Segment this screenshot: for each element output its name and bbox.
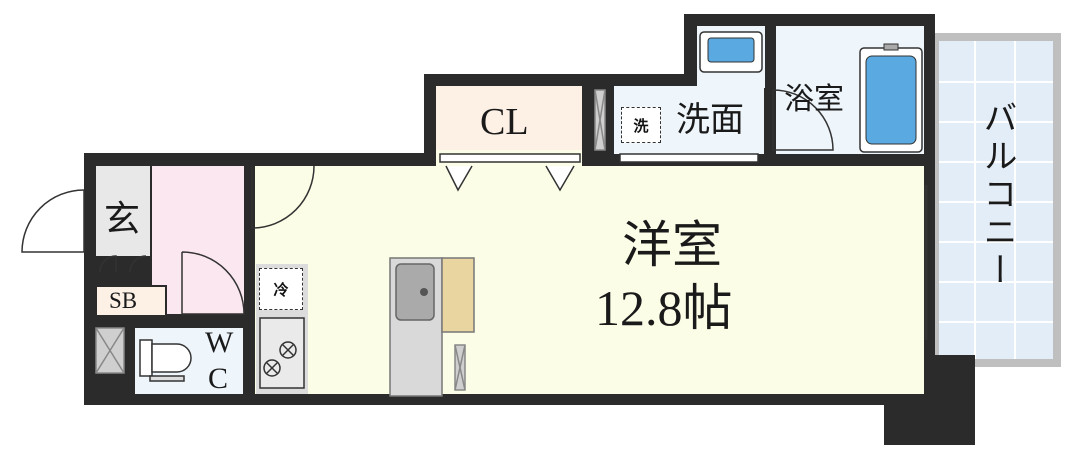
washing-machine-icon <box>699 31 763 73</box>
balcony-label: バルコニー <box>978 100 1015 290</box>
bathtub-icon <box>859 43 923 153</box>
stove-icon <box>259 317 305 389</box>
bathroom-label: 浴室 <box>784 83 844 116</box>
closet-doors <box>439 153 759 192</box>
fridge-badge: 冷 <box>259 268 303 310</box>
door-swings <box>21 89 928 340</box>
toilet-label-c: C <box>208 362 229 395</box>
shoe-box-label: SB <box>109 288 138 313</box>
living-room-floor <box>255 166 924 394</box>
entrance-floor <box>96 166 150 256</box>
toilet-label-w: W <box>205 326 234 359</box>
washroom-label: 洗面 <box>676 102 744 139</box>
closet-floor <box>436 86 582 154</box>
closet-label: CL <box>480 101 529 143</box>
pipe-shaft <box>95 89 606 391</box>
entrance-label: 玄 <box>104 199 141 239</box>
living-room-size: 12.8帖 <box>595 280 733 336</box>
shoe-box <box>95 285 167 317</box>
hallway-floor <box>152 166 244 314</box>
toilet-icon <box>139 339 192 382</box>
balcony <box>931 33 1061 367</box>
kitchen-counter <box>389 257 475 397</box>
washer-badge: 洗 <box>621 107 661 143</box>
living-room-name: 洋室 <box>622 217 722 273</box>
